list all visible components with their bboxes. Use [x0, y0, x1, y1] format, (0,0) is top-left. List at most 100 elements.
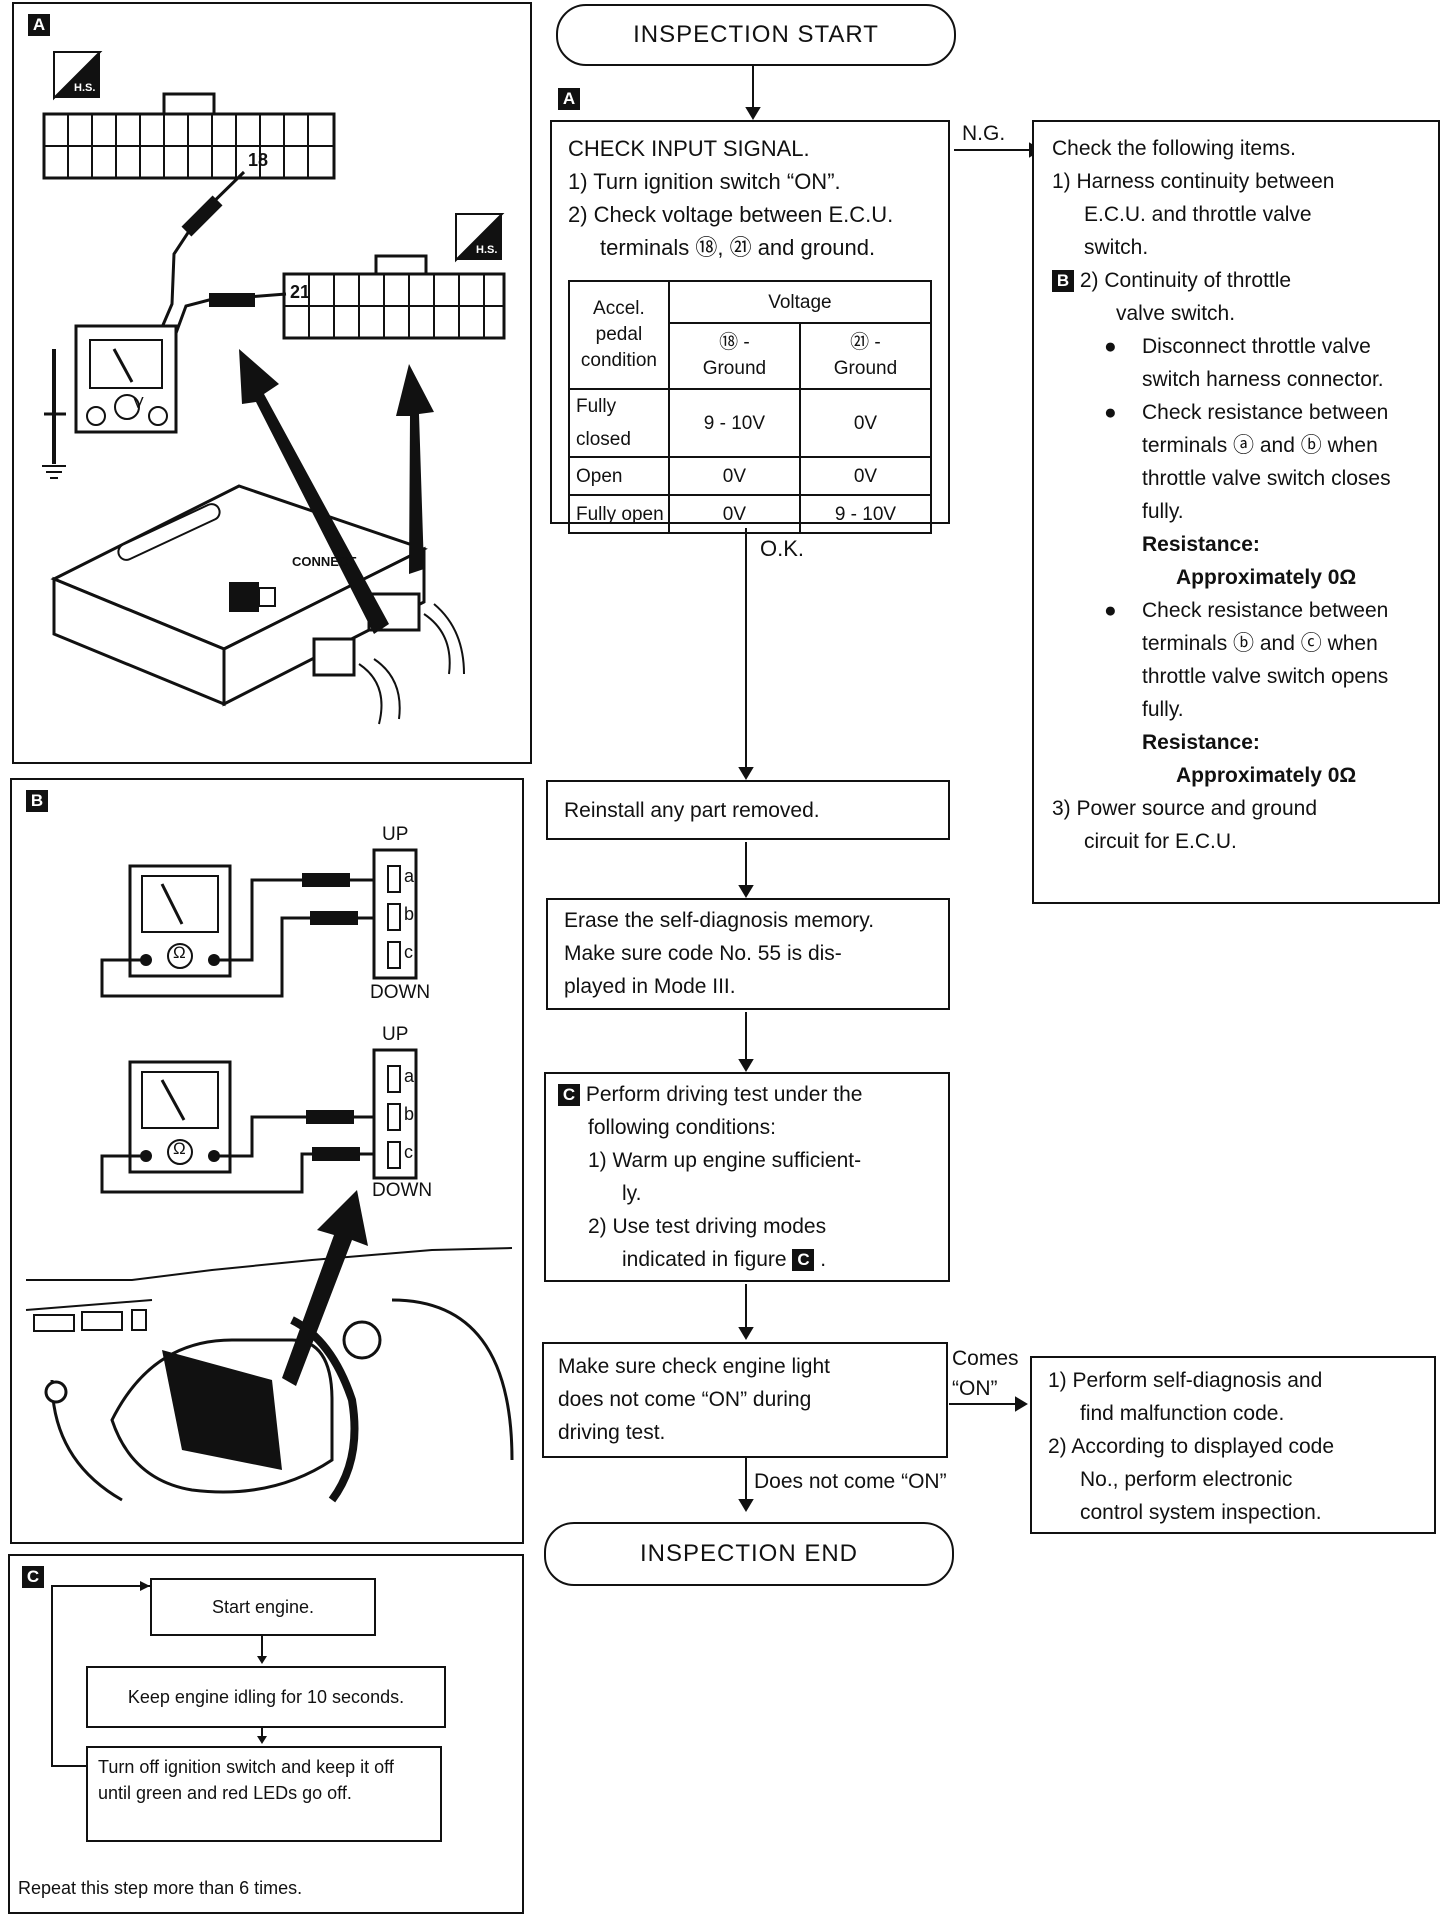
check-title: CHECK INPUT SIGNAL.	[568, 136, 810, 161]
inspection-start: INSPECTION START	[556, 4, 956, 66]
ng-item-3b: circuit for E.C.U.	[1084, 830, 1237, 853]
flow-badge-a: A	[558, 88, 580, 110]
col-21-ground: ㉑ - Ground	[798, 322, 933, 390]
light-line-2: does not come “ON” during	[558, 1388, 812, 1411]
reinstall-box: Reinstall any part removed.	[546, 780, 950, 840]
panel-c-badge: C	[22, 1566, 44, 1588]
ng-item-1b: E.C.U. and throttle valve	[1084, 203, 1312, 226]
bullet-dot: ●	[1104, 401, 1117, 424]
ng-b1b: switch harness connector.	[1142, 368, 1384, 391]
ng-b2b: terminals ⓐ and ⓑ when	[1142, 434, 1378, 457]
drive-line-4: ly.	[622, 1182, 642, 1205]
drive-line-2: following conditions:	[588, 1116, 776, 1139]
ng-item-3a: 3) Power source and ground	[1052, 797, 1317, 820]
step-ignition-off: Turn off ignition switch and keep it off…	[86, 1746, 442, 1842]
ng-res-label-1: Resistance:	[1142, 533, 1260, 556]
ng-b2d: fully.	[1142, 500, 1184, 523]
ecu-voltage-diagram	[42, 51, 506, 725]
ng-item-2a: 2) Continuity of throttle	[1079, 269, 1292, 292]
term-b-2: b	[404, 1104, 415, 1124]
does-not-come-on-label: Does not come “ON”	[754, 1470, 947, 1493]
check-step-2b: terminals ⑱, ㉑ and ground.	[600, 235, 876, 260]
row-3-v18: 0V	[667, 494, 801, 534]
ng-bullet-3: ●Check resistance between	[1052, 594, 1420, 627]
check-engine-light-box: Make sure check engine light does not co…	[542, 1342, 948, 1458]
down-label-1: DOWN	[370, 982, 431, 1003]
inspection-end: INSPECTION END	[544, 1522, 954, 1586]
ng-item-2b: valve switch.	[1116, 302, 1236, 325]
diag-2b: No., perform electronic	[1080, 1468, 1293, 1491]
step-start-engine-text: Start engine.	[211, 1596, 315, 1617]
ok-label: O.K.	[760, 536, 805, 561]
ng-badge-b: B	[1052, 270, 1074, 293]
ng-bullet-2: ●Check resistance between	[1052, 396, 1420, 429]
ng-b3c: throttle valve switch opens	[1142, 665, 1389, 688]
term-b-1: b	[404, 904, 415, 924]
erase-line-3: played in Mode III.	[564, 975, 736, 998]
throttle-switch-diagram	[25, 848, 514, 1503]
voltage-table: Accel. pedal condition Voltage ⑱ - Groun…	[568, 280, 933, 534]
col-voltage: Voltage	[667, 280, 933, 324]
step-idle-text: Keep engine idling for 10 seconds.	[127, 1686, 405, 1707]
ng-item-2a-row: B 2) Continuity of throttle	[1052, 264, 1420, 297]
ng-item-1a: 1) Harness continuity between	[1052, 170, 1335, 193]
term-c-2: c	[404, 1142, 413, 1162]
panel-a-badge: A	[28, 14, 50, 36]
ng-bullet-1: ● Disconnect throttle valve	[1052, 330, 1420, 363]
ng-label: N.G.	[962, 122, 1006, 145]
repeat-note: Repeat this step more than 6 times.	[18, 1878, 303, 1898]
check-input-signal-box: CHECK INPUT SIGNAL. 1) Turn ignition swi…	[550, 120, 950, 534]
driving-test-box: C Perform driving test under the followi…	[544, 1072, 950, 1282]
panel-a: A	[12, 2, 532, 764]
panel-b: B	[10, 778, 524, 1544]
ng-item-1c: switch.	[1084, 236, 1149, 259]
inspection-start-text: INSPECTION START	[633, 21, 879, 48]
comes-on-label: Comes “ON”	[952, 1347, 1019, 1400]
check-step-2a: 2) Check voltage between E.C.U.	[568, 202, 894, 227]
inspection-end-text: INSPECTION END	[639, 1540, 859, 1567]
ohm-symbol-1: Ω	[173, 943, 186, 962]
ng-b1a: Disconnect throttle valve	[1142, 335, 1371, 358]
down-label-2: DOWN	[372, 1180, 433, 1201]
light-line-3: driving test.	[558, 1421, 666, 1444]
pin-18-label: 18	[248, 150, 269, 170]
ng-res-label-2: Resistance:	[1142, 731, 1260, 754]
erase-line-1: Erase the self-diagnosis memory.	[564, 909, 875, 932]
diag-2a: 2) According to displayed code	[1048, 1435, 1335, 1458]
ng-res-val-2: Approximately 0Ω	[1176, 764, 1357, 787]
ng-b3b: terminals ⓑ and ⓒ when	[1142, 632, 1378, 655]
drive-figure-c-badge: C	[792, 1249, 815, 1272]
ng-b3d: fully.	[1142, 698, 1184, 721]
drive-line-5: 2) Use test driving modes	[588, 1215, 827, 1238]
row-2-v18: 0V	[667, 456, 801, 496]
pin-21-label: 21	[290, 282, 311, 302]
check-step-1: 1) Turn ignition switch “ON”.	[568, 169, 841, 194]
step-idle: Keep engine idling for 10 seconds.	[86, 1666, 446, 1728]
voltmeter-symbol: V	[133, 395, 144, 412]
ng-res-val-1: Approximately 0Ω	[1176, 566, 1357, 589]
erase-line-2: Make sure code No. 55 is dis-	[564, 942, 842, 965]
hs-label-1: H.S.	[74, 82, 96, 94]
diag-1a: 1) Perform self-diagnosis and	[1048, 1369, 1323, 1392]
row-1-cond: Fully closed	[568, 388, 670, 458]
ohm-symbol-2: Ω	[173, 1139, 186, 1158]
col-condition: Accel. pedal condition	[568, 280, 670, 390]
term-a-1: a	[404, 866, 415, 886]
drive-badge-c: C	[558, 1084, 580, 1107]
bullet-dot: ●	[1104, 335, 1117, 358]
up-label-2: UP	[382, 1024, 409, 1045]
drive-line-1: C Perform driving test under the	[558, 1078, 936, 1111]
ng-b2c: throttle valve switch closes	[1142, 467, 1391, 490]
step-start-engine: Start engine.	[150, 1578, 376, 1636]
row-2-v21: 0V	[798, 456, 933, 496]
up-label-1: UP	[382, 824, 409, 845]
connect-label: CONNECT	[292, 554, 357, 569]
ng-check-items-box: Check the following items. 1) Harness co…	[1032, 120, 1440, 904]
drive-line-3: 1) Warm up engine sufficient-	[588, 1149, 862, 1172]
ng-title: Check the following items.	[1052, 137, 1296, 160]
reinstall-text: Reinstall any part removed.	[564, 799, 820, 822]
row-2-cond: Open	[568, 456, 670, 496]
ng-b3a: Check resistance between	[1142, 599, 1389, 622]
diag-1b: find malfunction code.	[1080, 1402, 1285, 1425]
